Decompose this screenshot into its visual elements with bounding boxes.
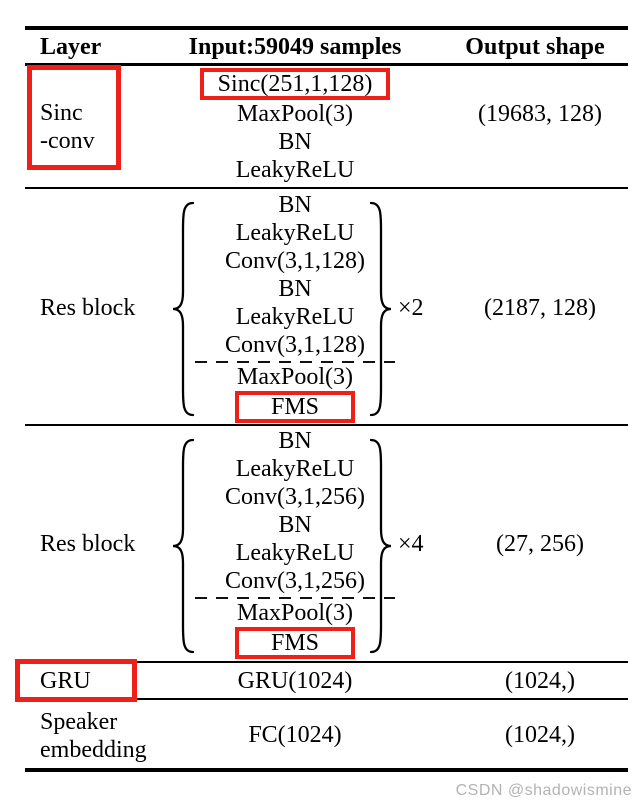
left-brace-icon xyxy=(172,438,195,654)
section-rule-1 xyxy=(25,187,628,189)
op-line: MaxPool(3) xyxy=(237,600,353,626)
op-gru: GRU(1024) xyxy=(237,668,353,694)
dashed-divider xyxy=(195,361,395,363)
op-line: MaxPool(3) xyxy=(237,101,353,127)
section-rule-4 xyxy=(25,698,628,700)
op-line: LeakyReLU xyxy=(235,304,355,330)
op-line: BN xyxy=(278,276,312,302)
table-bottom-rule xyxy=(25,768,628,772)
op-line: Conv(3,1,256) xyxy=(225,568,365,594)
op-line: LeakyReLU xyxy=(235,540,355,566)
res1-ops: BN LeakyReLU Conv(3,1,128) BN LeakyReLU … xyxy=(160,191,430,423)
highlight-box-sinc-op: Sinc(251,1,128) xyxy=(199,68,391,100)
output-shape-res1: (2187, 128) xyxy=(484,295,596,321)
op-line: MaxPool(3) xyxy=(237,364,353,390)
op-line: FMS xyxy=(270,394,320,420)
sinc-ops: Sinc(251,1,128) MaxPool(3) BN LeakyReLU xyxy=(160,68,430,184)
op-line: Sinc(251,1,128) xyxy=(217,71,373,97)
right-brace-icon xyxy=(369,438,392,654)
layer-label-sinc: Sinc -conv xyxy=(40,99,95,155)
op-line: LeakyReLU xyxy=(235,456,355,482)
op-line: Conv(3,1,256) xyxy=(225,484,365,510)
highlight-box-gru xyxy=(15,659,137,702)
layer-label-line: embedding xyxy=(40,737,147,763)
highlight-box-fms-2: FMS xyxy=(234,627,356,659)
column-header-output: Output shape xyxy=(465,34,605,60)
op-line-boxed: Sinc(251,1,128) xyxy=(160,68,430,100)
right-brace-icon xyxy=(369,201,392,417)
layer-label-res2: Res block xyxy=(40,531,136,557)
header-bottom-rule xyxy=(25,63,628,66)
op-line: BN xyxy=(278,129,312,155)
op-line: FMS xyxy=(270,630,320,656)
multiplier-res1: ×2 xyxy=(398,295,424,321)
op-line: LeakyReLU xyxy=(235,157,355,183)
res2-ops: BN LeakyReLU Conv(3,1,256) BN LeakyReLU … xyxy=(160,427,430,659)
multiplier-res2: ×4 xyxy=(398,531,424,557)
dashed-divider xyxy=(195,597,395,599)
op-line-boxed: FMS xyxy=(160,627,430,659)
output-shape-res2: (27, 256) xyxy=(496,531,584,557)
output-shape-gru: (1024,) xyxy=(505,668,575,694)
table-top-rule xyxy=(25,26,628,30)
op-line: LeakyReLU xyxy=(235,220,355,246)
highlight-box-sinc-layer xyxy=(27,65,121,170)
layer-label-res1: Res block xyxy=(40,295,136,321)
csdn-watermark: CSDN @shadowismine xyxy=(455,782,632,799)
layer-label-line: Sinc xyxy=(40,100,83,126)
column-header-layer: Layer xyxy=(40,34,102,60)
output-shape-sinc: (19683, 128) xyxy=(478,101,602,127)
op-line-boxed: FMS xyxy=(160,391,430,423)
highlight-box-fms-1: FMS xyxy=(234,391,356,423)
layer-label-speaker: Speaker embedding xyxy=(40,708,147,764)
op-line: Conv(3,1,128) xyxy=(225,248,365,274)
op-line: BN xyxy=(278,428,312,454)
layer-label-line: -conv xyxy=(40,128,95,154)
section-rule-2 xyxy=(25,424,628,426)
column-header-input: Input:59049 samples xyxy=(188,34,402,60)
layer-label-gru: GRU xyxy=(40,668,91,694)
op-line: BN xyxy=(278,512,312,538)
layer-label-line: Speaker xyxy=(40,709,118,735)
left-brace-icon xyxy=(172,201,195,417)
op-line: BN xyxy=(278,192,312,218)
output-shape-speaker: (1024,) xyxy=(505,722,575,748)
op-line: Conv(3,1,128) xyxy=(225,332,365,358)
section-rule-3 xyxy=(25,661,628,663)
op-speaker: FC(1024) xyxy=(248,722,342,748)
